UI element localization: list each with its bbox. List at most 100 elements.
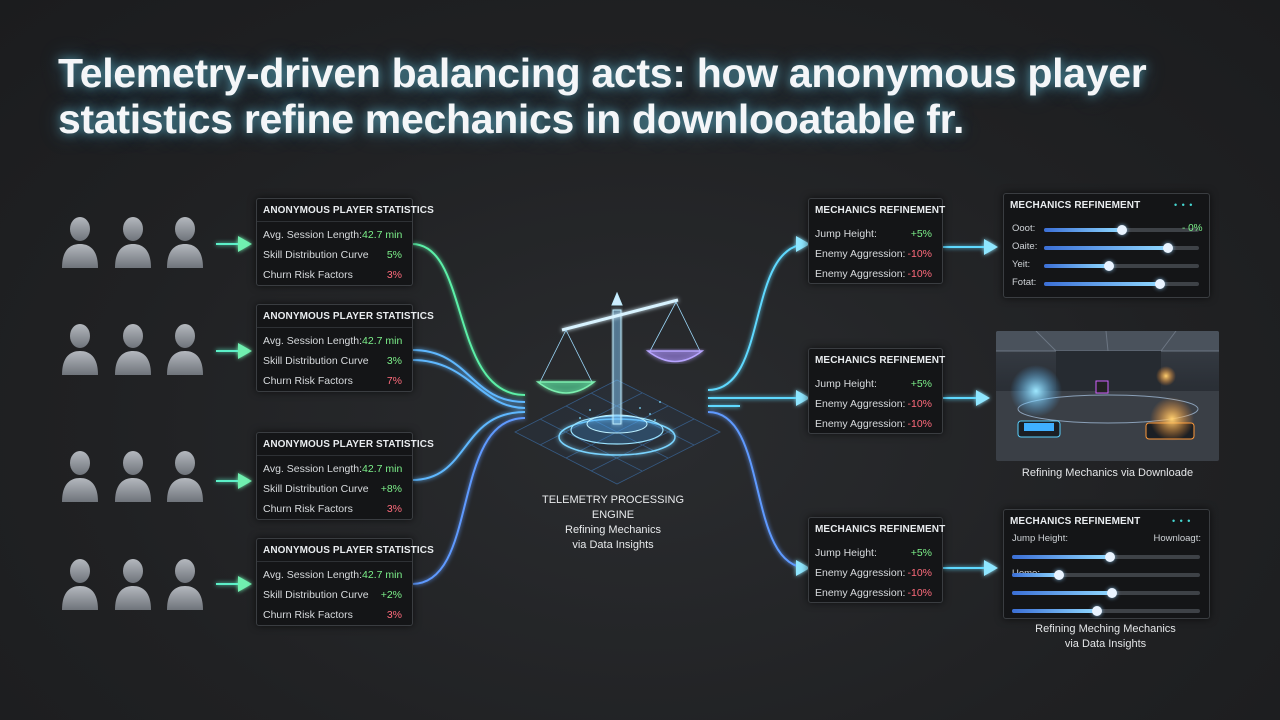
panel-title: ANONYMOUS PLAYER STATISTICS — [257, 539, 434, 562]
wire-stat-1 — [411, 243, 526, 396]
slider-row — [1004, 583, 1209, 601]
mech-row-jump: Jump Height:+5% — [815, 228, 932, 240]
panel-title: ANONYMOUS PLAYER STATISTICS — [257, 433, 434, 456]
person-icon — [113, 214, 153, 268]
slider-fill — [1012, 573, 1059, 577]
slider-label: Ooot: — [1012, 223, 1036, 234]
wire-stat-2b — [411, 359, 526, 409]
mech-row-aggression-2: Enemy Aggression:-10% — [815, 587, 932, 599]
slider-left-label: Jump Height: — [1012, 533, 1068, 544]
slider-track[interactable] — [1044, 243, 1199, 253]
engine-caption: TELEMETRY PROCESSING ENGINE Refining Mec… — [528, 493, 698, 553]
slider-row: Uome: — [1004, 565, 1209, 583]
slider-row: Fotat: — [1004, 274, 1209, 292]
slider-value: - 0% — [1182, 223, 1203, 234]
slider-right-label: Hownloagt: — [1153, 533, 1201, 544]
slider-knob[interactable] — [1163, 243, 1173, 253]
stat-row-skill: Skill Distribution Curve+8% — [263, 483, 402, 495]
slider-label: Fotat: — [1012, 277, 1037, 288]
slider-label: Yeit: — [1012, 259, 1031, 270]
slider-knob[interactable] — [1091, 606, 1102, 616]
slider-row — [1004, 601, 1209, 619]
slider-fill — [1012, 609, 1097, 613]
slider-track[interactable] — [1044, 279, 1199, 289]
slider-track[interactable] — [1012, 606, 1200, 616]
slider-row: Yeit: — [1004, 256, 1209, 274]
wire-mech-3 — [707, 411, 810, 576]
slider-knob[interactable] — [1116, 225, 1127, 235]
wire-mech-1 — [707, 236, 810, 391]
wire-stat-4 — [411, 417, 526, 585]
slider-panel-bottom: MECHANICS REFINEMENT • • • Jump Height: … — [1003, 509, 1210, 619]
slider-knob[interactable] — [1104, 261, 1115, 271]
more-dots-icon[interactable]: • • • — [1172, 516, 1192, 526]
slider-fill — [1012, 591, 1112, 595]
slider-label: Oaite: — [1012, 241, 1038, 252]
panel-title: MECHANICS REFINEMENT — [815, 205, 946, 216]
player-stats-panel-4: ANONYMOUS PLAYER STATISTICS Avg. Session… — [256, 538, 434, 626]
slider-fill — [1044, 282, 1161, 286]
panel-title: ANONYMOUS PLAYER STATISTICS — [257, 305, 434, 328]
person-icon — [60, 556, 100, 610]
game-scene-image — [996, 331, 1219, 461]
more-dots-icon[interactable]: • • • — [1174, 200, 1194, 210]
stat-row-session: Avg. Session Length:42.7 min — [263, 463, 403, 475]
mech-row-aggression: Enemy Aggression:-10% — [815, 398, 932, 410]
panel-title: ANONYMOUS PLAYER STATISTICS — [257, 199, 434, 222]
stat-row-session: Avg. Session Length:42.7 min — [263, 335, 403, 347]
engine-caption-line2: Refining Mechanics — [565, 524, 661, 536]
stat-row-session: Avg. Session Length:42.7 min — [263, 229, 403, 241]
player-stats-panel-1: ANONYMOUS PLAYER STATISTICS Avg. Session… — [256, 198, 434, 286]
stat-row-session: Avg. Session Length:42.7 min — [263, 569, 403, 581]
slider-knob[interactable] — [1155, 279, 1166, 289]
mechanics-panel-1: MECHANICS REFINEMENT Jump Height:+5% Ene… — [808, 198, 946, 284]
slider-knob[interactable] — [1104, 552, 1115, 562]
page-title: Telemetry-driven balancing acts: how ano… — [58, 50, 1147, 142]
mech-row-aggression: Enemy Aggression:-10% — [815, 248, 932, 260]
stat-row-skill: Skill Distribution Curve+2% — [263, 589, 402, 601]
slider-knob[interactable] — [1054, 570, 1064, 580]
person-icon — [165, 448, 205, 502]
slider-panel-top: MECHANICS REFINEMENT • • • Ooot: Oaite: Ye… — [1003, 193, 1210, 298]
slider-track[interactable] — [1044, 225, 1199, 235]
mech-row-aggression: Enemy Aggression:-10% — [815, 567, 932, 579]
panel-title: MECHANICS REFINEMENT — [815, 524, 946, 535]
mech-row-jump: Jump Height:+5% — [815, 547, 932, 559]
bottom-caption: Refining Meching Mechanics via Data Insi… — [1003, 622, 1208, 652]
mechanics-panel-2: MECHANICS REFINEMENT Jump Height:+5% Ene… — [808, 348, 945, 434]
panel-title: MECHANICS REFINEMENT — [1010, 516, 1141, 527]
bottom-caption-line2: via Data Insights — [1064, 638, 1147, 650]
slider-track[interactable] — [1044, 261, 1199, 271]
engine-caption-line3: via Data Insights — [572, 539, 654, 551]
panel-title: MECHANICS REFINEMENT — [1010, 200, 1141, 211]
slider-fill — [1044, 246, 1168, 250]
person-icon — [113, 556, 153, 610]
mechanics-panel-3: MECHANICS REFINEMENT Jump Height:+5% Ene… — [808, 517, 946, 603]
person-icon — [60, 321, 100, 375]
slider-knob[interactable] — [1106, 588, 1117, 598]
slider-header-row: Jump Height: Hownloagt: — [1004, 531, 1209, 547]
mech-row-aggression-2: Enemy Aggression:-10% — [815, 268, 932, 280]
slider-row: Oaite: — [1004, 238, 1209, 256]
slider-fill — [1012, 555, 1110, 559]
mech-row-jump: Jump Height:+5% — [815, 378, 932, 390]
person-icon — [113, 448, 153, 502]
slider-fill — [1044, 264, 1110, 268]
slider-track[interactable] — [1012, 552, 1200, 562]
wire-stat-2 — [411, 349, 526, 403]
person-icon — [165, 321, 205, 375]
slider-row: Ooot: — [1004, 220, 1209, 238]
mech-row-aggression-2: Enemy Aggression:-10% — [815, 418, 932, 430]
engine-caption-line1: TELEMETRY PROCESSING ENGINE — [541, 494, 685, 521]
slider-track[interactable] — [1012, 570, 1200, 580]
slider-fill — [1044, 228, 1122, 232]
scene-caption: Refining Mechanics via Downloade — [1021, 467, 1194, 479]
slider-track[interactable] — [1012, 588, 1200, 598]
player-stats-panel-3: ANONYMOUS PLAYER STATISTICS Avg. Session… — [256, 432, 434, 520]
wire-stat-3 — [411, 411, 526, 481]
